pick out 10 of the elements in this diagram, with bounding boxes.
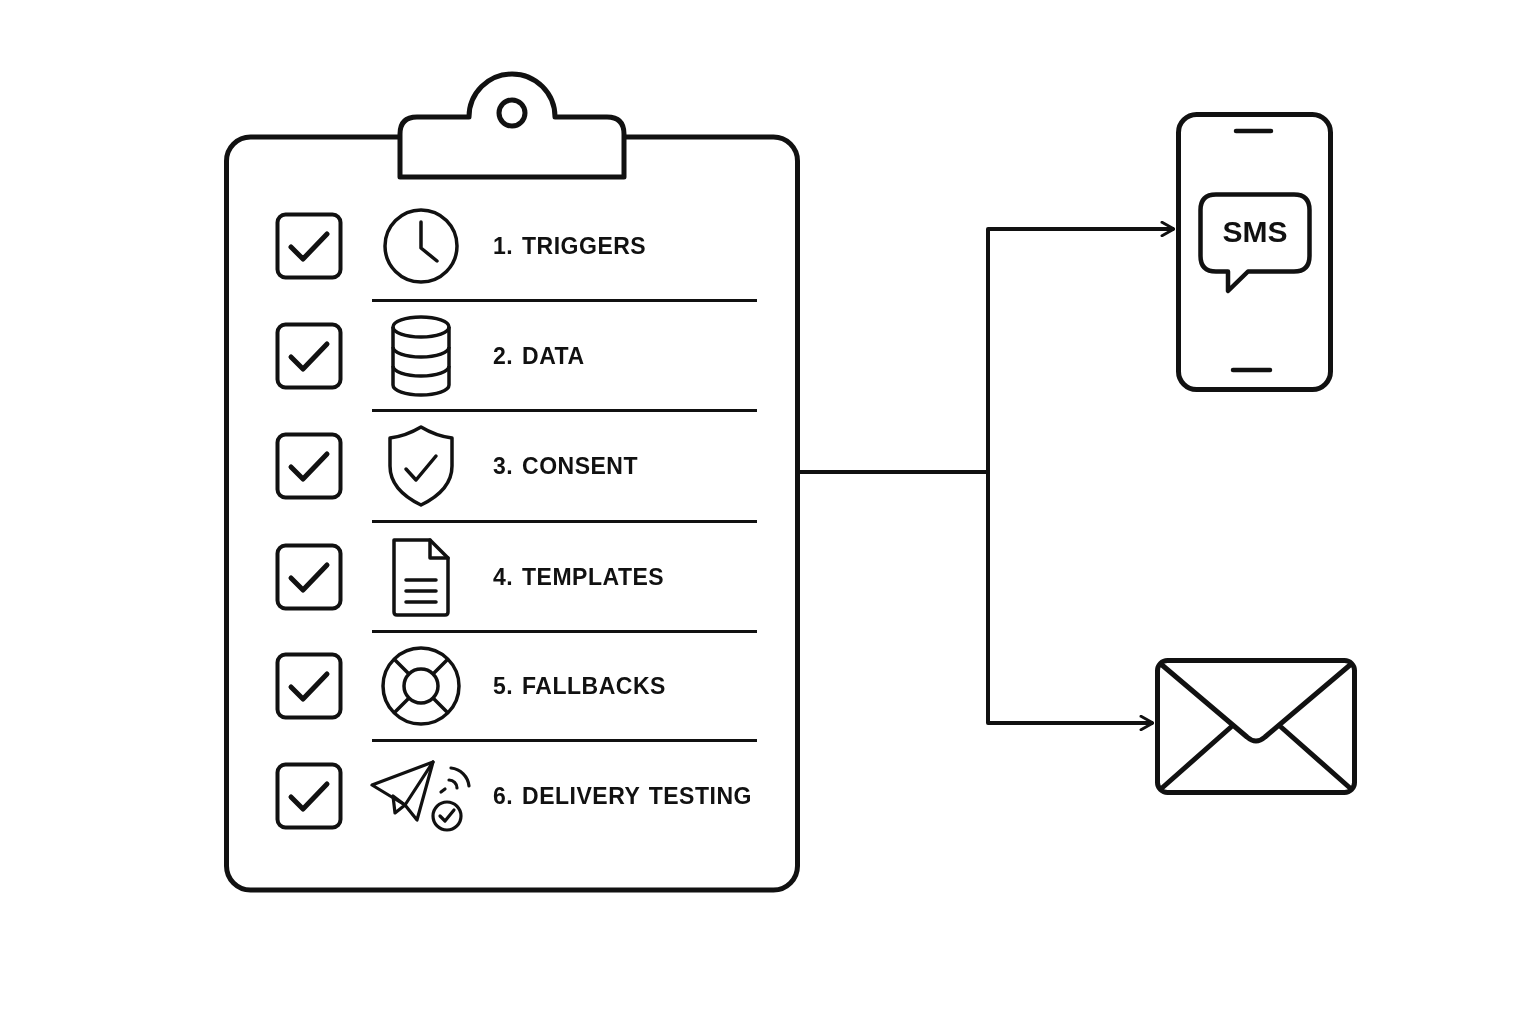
speech-bubble: SMS — [1198, 192, 1312, 294]
checklist-item: 3. CONSENT — [493, 451, 639, 481]
checklist-item: 5. FALLBACKS — [493, 671, 666, 701]
checklist-item: 1. TRIGGERS — [493, 231, 647, 261]
envelope — [1155, 658, 1357, 795]
arrow — [800, 470, 1155, 732]
smartphone — [1176, 112, 1333, 392]
checklist-item: 6. DELIVERY TESTING — [493, 781, 752, 811]
checklist-item: 4. TEMPLATES — [493, 562, 665, 592]
checklist-item: 2. DATA — [493, 341, 585, 371]
